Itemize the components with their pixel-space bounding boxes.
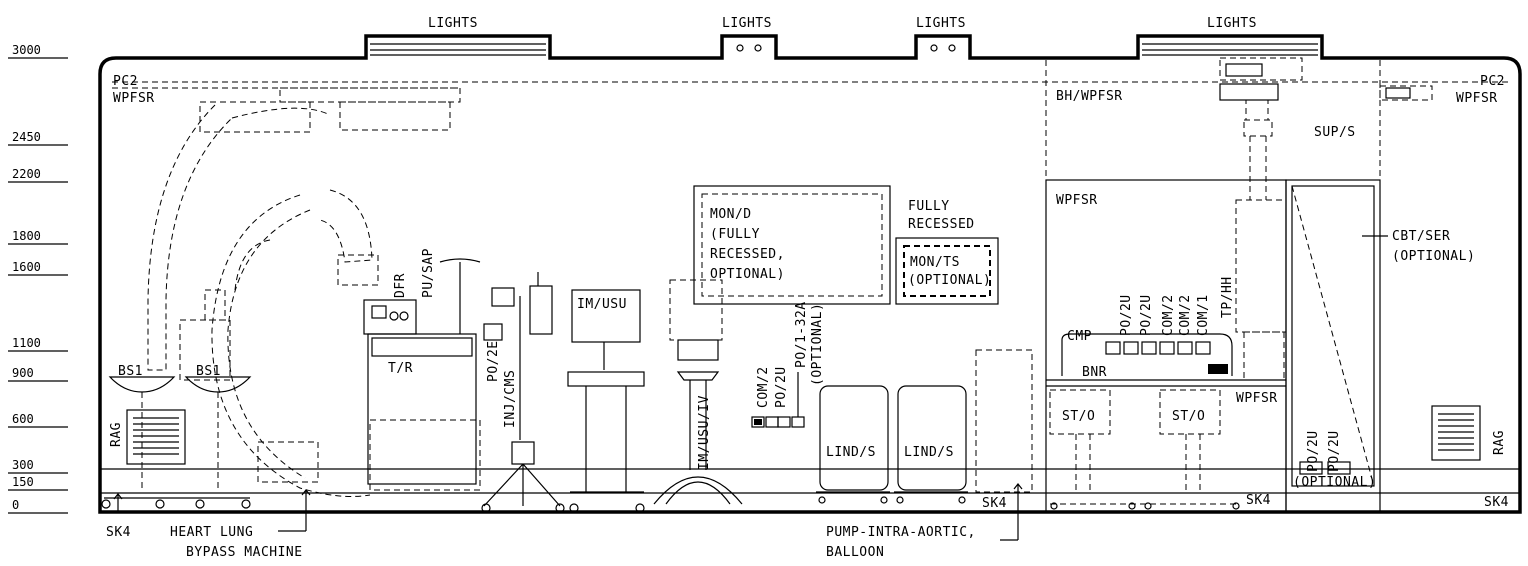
tp-hh-label: TP/HH <box>1220 276 1235 318</box>
com1-label: COM/1 <box>1196 294 1211 336</box>
level-0: 0 <box>12 498 19 512</box>
wpfsr-cab-label: WPFSR <box>1056 193 1098 208</box>
com2-c-label: COM/2 <box>1178 294 1193 336</box>
level-2200: 2200 <box>12 167 41 181</box>
po2u-b-label: PO/2U <box>1119 294 1134 336</box>
pc2-left-label: PC2 <box>113 74 138 89</box>
bs1-lamps: BS1 BS1 <box>108 364 252 492</box>
ceiling-rail <box>112 81 1510 133</box>
fully-recessed-line-2: RECESSED <box>908 217 975 232</box>
mon-d-monitor: MON/D (FULLY RECESSED, OPTIONAL) <box>693 185 891 305</box>
mon-ts-line-2: (OPTIONAL) <box>908 273 991 288</box>
bs1-label-b: BS1 <box>196 364 221 379</box>
po2u-d-label: PO/2U <box>1306 430 1321 472</box>
level-1800: 1800 <box>12 229 41 243</box>
sk4-left-label: SK4 <box>106 525 131 540</box>
mon-ts-monitor: FULLY RECESSED MON/TS (OPTIONAL) <box>895 199 999 305</box>
inj-cms-stand: INJ/CMS <box>481 272 565 513</box>
im-usu-iv-label: IM/USU/IV <box>697 395 712 470</box>
mon-ts-line-1: MON/TS <box>910 255 960 270</box>
fully-recessed-line-1: FULLY <box>908 199 950 214</box>
wpfsr-right-label: WPFSR <box>1456 91 1498 106</box>
dfr-label: DFR <box>393 273 408 298</box>
sk4-cab-label: SK4 <box>1246 493 1271 508</box>
bnr-label: BNR <box>1082 365 1107 380</box>
level-600: 600 <box>12 412 34 426</box>
sup-s-label: SUP/S <box>1314 125 1356 140</box>
level-150: 150 <box>12 475 34 489</box>
level-1600: 1600 <box>12 260 41 274</box>
wall-outlets-mid: COM/2 PO/2U PO/1-32A (OPTIONAL) <box>751 301 825 428</box>
cmp-label: CMP <box>1067 329 1092 344</box>
t-r-trolley: T/R DFR PU/SAP PO/2E <box>363 248 503 485</box>
lind-s-1-label: LIND/S <box>826 445 876 460</box>
wpfsr-counter-label: WPFSR <box>1236 391 1278 406</box>
inj-cms-label: INJ/CMS <box>503 370 518 428</box>
sk4-right-label: SK4 <box>1484 495 1509 510</box>
optional-cab-label: (OPTIONAL) <box>1293 475 1376 490</box>
lights-label-3: LIGHTS <box>916 16 966 31</box>
po2u-e-label: PO/2U <box>1327 430 1342 472</box>
pc2-right-label: PC2 <box>1480 74 1505 89</box>
rag-left: RAG <box>109 409 186 465</box>
t-r-label: T/R <box>388 361 413 376</box>
c-arm-icon <box>147 104 481 497</box>
lind-s-2-label: LIND/S <box>904 445 954 460</box>
level-1100: 1100 <box>12 336 41 350</box>
rag-right-label: RAG <box>1492 430 1507 455</box>
st-o-2-label: ST/O <box>1172 409 1205 424</box>
com2-a-label: COM/2 <box>756 366 771 408</box>
wpfsr-left-label: WPFSR <box>113 91 155 106</box>
im-usu-cart: IM/USU <box>567 289 645 513</box>
po2u-a-label: PO/2U <box>774 366 789 408</box>
com2-b-label: COM/2 <box>1161 294 1176 336</box>
lights-label-1: LIGHTS <box>428 16 478 31</box>
level-2450: 2450 <box>12 130 41 144</box>
heart-lung-callout: HEART LUNG BYPASS MACHINE <box>170 512 307 560</box>
sk4-mid-label: SK4 <box>982 496 1007 511</box>
level-scale: 3000 2450 2200 1800 1600 1100 900 600 30… <box>8 43 68 514</box>
mon-d-line-4: OPTIONAL) <box>710 267 785 282</box>
level-900: 900 <box>12 366 34 380</box>
pump-line-2: BALLOON <box>826 545 884 560</box>
pump-line-1: PUMP-INTRA-AORTIC, <box>826 525 976 540</box>
bh-wpfsr-label: BH/WPFSR <box>1056 89 1123 104</box>
room-outline <box>98 34 1522 514</box>
cbt-optional-label: (OPTIONAL) <box>1392 249 1475 264</box>
cbt-ser-label: CBT/SER <box>1392 229 1450 244</box>
floor-equipment-left <box>101 489 311 512</box>
st-o-1-label: ST/O <box>1062 409 1095 424</box>
rag-left-label: RAG <box>109 422 124 447</box>
heart-lung-line-2: BYPASS MACHINE <box>186 545 303 560</box>
lind-s-bins: LIND/S LIND/S <box>816 385 968 504</box>
po2u-c-label: PO/2U <box>1139 294 1154 336</box>
lights-label-4: LIGHTS <box>1207 16 1257 31</box>
bs1-label-a: BS1 <box>118 364 143 379</box>
lights-label-2: LIGHTS <box>722 16 772 31</box>
mon-d-line-1: MON/D <box>710 207 752 222</box>
rag-right: RAG <box>1431 405 1507 461</box>
im-usu-iv-stand: IM/USU/IV <box>653 279 743 505</box>
po-2e-label: PO/2E <box>486 340 501 382</box>
pump-balloon-outline <box>975 349 1033 493</box>
po1-32a-label: PO/1-32A <box>794 301 809 368</box>
mon-d-line-3: RECESSED, <box>710 247 785 262</box>
im-usu-label: IM/USU <box>577 297 627 312</box>
mon-d-line-2: (FULLY <box>710 227 760 242</box>
right-section: BH/WPFSR SUP/S WPFSR WPFSR TP/HH CMP PO/… <box>1045 57 1475 513</box>
pu-sap-label: PU/SAP <box>421 248 436 298</box>
pump-callout: PUMP-INTRA-AORTIC, BALLOON <box>826 525 976 560</box>
po1-optional-label: (OPTIONAL) <box>810 303 825 386</box>
heart-lung-line-1: HEART LUNG <box>170 525 253 540</box>
level-3000: 3000 <box>12 43 41 57</box>
level-300: 300 <box>12 458 34 472</box>
lights-group: LIGHTS LIGHTS LIGHTS LIGHTS <box>370 16 1318 56</box>
